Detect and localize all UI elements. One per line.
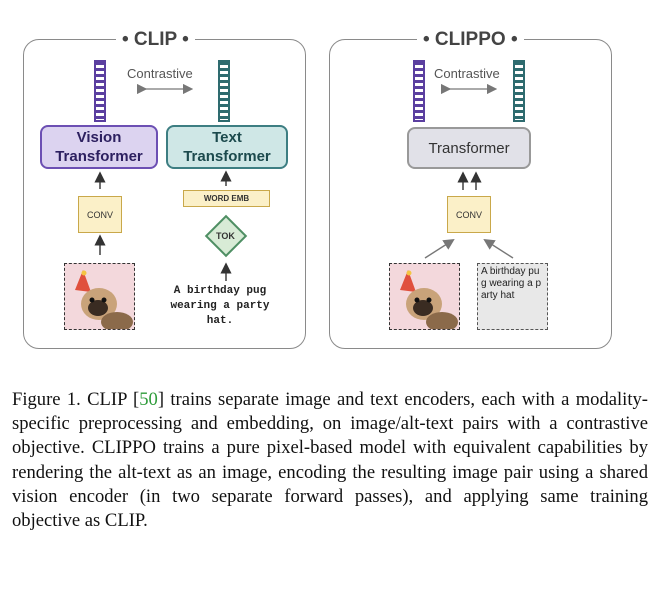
pug-image-icon <box>65 264 134 329</box>
vision-transformer-box: Vision Transformer <box>40 125 158 169</box>
clippo-contrastive-label: Contrastive <box>434 66 500 81</box>
clippo-text-embedding-icon <box>513 60 525 122</box>
clippo-panel-title: • CLIPPO • <box>417 29 524 51</box>
clippo-conv-box: CONV <box>447 196 491 233</box>
clip-panel-title: • CLIP • <box>116 29 195 51</box>
clip-contrastive-label: Contrastive <box>127 66 193 81</box>
text-transformer-box: Text Transformer <box>166 125 288 169</box>
clippo-pug-image-icon <box>390 264 459 329</box>
image-embedding-icon <box>94 60 106 122</box>
clip-conv-box: CONV <box>78 196 122 233</box>
word-embedding-box: WORD EMB <box>183 190 270 207</box>
rendered-text-image: A birthday pug wearing a party hat <box>477 263 548 330</box>
caption-body: ] trains separate image and text encoder… <box>12 389 648 532</box>
caption-prefix: Figure 1. CLIP [ <box>12 389 140 410</box>
text-embedding-icon <box>218 60 230 122</box>
figure-caption: Figure 1. CLIP [50] trains separate imag… <box>12 388 648 533</box>
clippo-pug-photo <box>389 263 460 330</box>
citation-link[interactable]: 50 <box>139 389 158 410</box>
shared-transformer-box: Transformer <box>407 127 531 169</box>
pug-photo <box>64 263 135 330</box>
clippo-image-embedding-icon <box>413 60 425 122</box>
tok-label: TOK <box>216 231 235 241</box>
clip-alt-text: A birthday pug wearing a party hat. <box>170 285 270 327</box>
